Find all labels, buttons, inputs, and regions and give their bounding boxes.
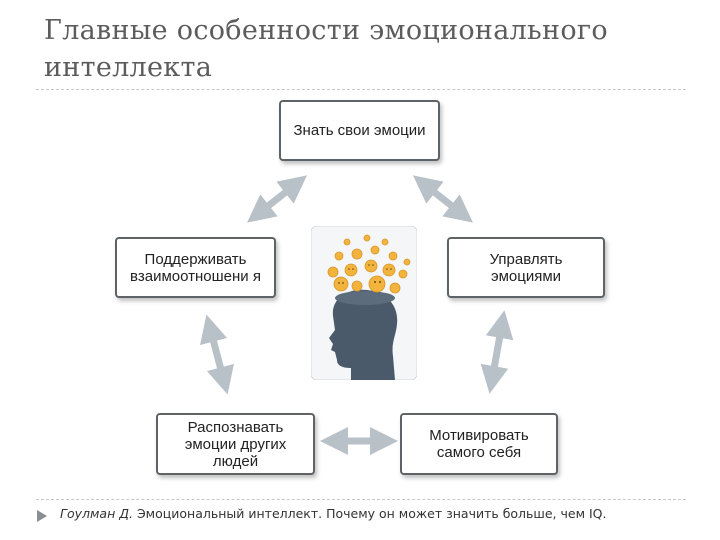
node-recognize-others: Распознавать эмоции других людей: [156, 413, 315, 475]
source-citation: Гоулман Д. Эмоциональный интеллект. Поче…: [60, 506, 606, 521]
head-silhouette-icon: [329, 289, 398, 380]
node-know-emotions: Знать свои эмоции: [279, 100, 440, 161]
footer-divider: [36, 499, 686, 500]
title-divider: [36, 89, 686, 90]
node-motivate-self: Мотивировать самого себя: [400, 413, 558, 475]
arrow-know-maintain: [247, 175, 307, 223]
head-emotions-illustration: [311, 226, 417, 380]
slide-title: Главные особенности эмоционального интел…: [44, 15, 608, 83]
arrow-maintain-recognize: [200, 314, 234, 395]
node-manage-emotions: Управлять эмоциями: [447, 237, 605, 298]
node-maintain-relationships: Поддерживать взаимоотношени я: [115, 237, 276, 298]
arrow-manage-motivate: [480, 310, 514, 394]
source-author: Гоулман Д.: [60, 506, 133, 521]
bullet-triangle-icon: [37, 510, 47, 522]
emoji-faces-icon: [327, 234, 411, 294]
source-text: Эмоциональный интеллект. Почему он может…: [132, 506, 607, 521]
arrow-know-manage: [413, 175, 473, 223]
